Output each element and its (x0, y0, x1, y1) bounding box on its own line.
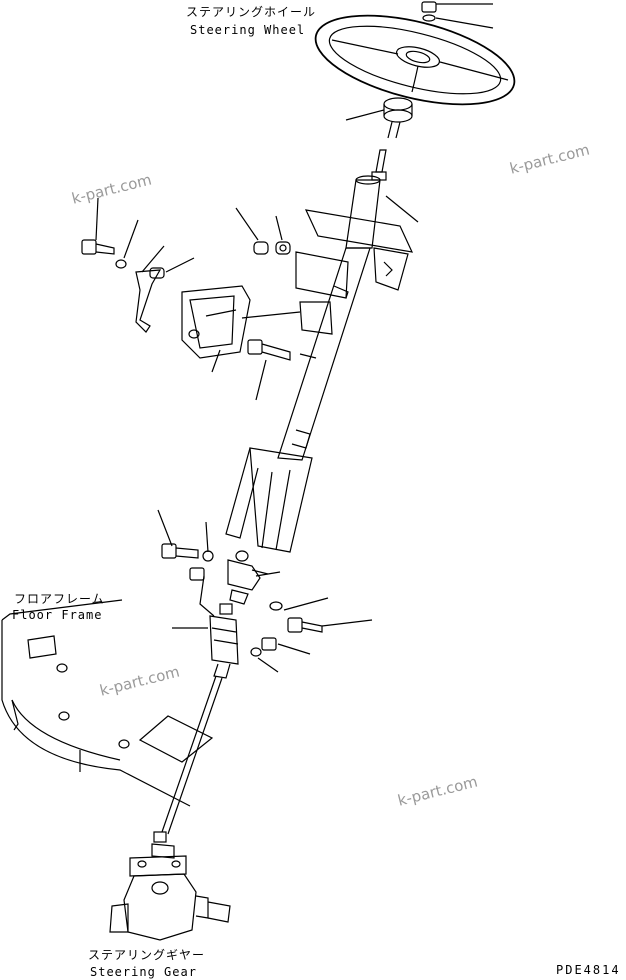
steering-wheel-jp-label: ステアリングホイール (186, 5, 317, 19)
lever-parts (81, 239, 165, 333)
leader-line (435, 17, 494, 29)
joint-bolts (161, 543, 323, 657)
leader-line (141, 245, 165, 273)
steering-shaft (161, 675, 223, 835)
leader-line (255, 571, 281, 577)
leader-line (257, 657, 279, 673)
leader-line (277, 643, 311, 655)
leader-line (123, 219, 139, 259)
leader-line (255, 359, 267, 401)
upper-column (345, 175, 381, 249)
wheel-nut (421, 1, 437, 22)
drawing-code: PDE4814 (556, 963, 621, 977)
leader-line (321, 619, 373, 627)
floor-frame-en-label: Floor Frame (12, 608, 103, 622)
leader-line (283, 597, 329, 611)
leader-line (211, 349, 221, 373)
steering-gear-jp-label: ステアリングギヤー (88, 948, 206, 962)
universal-joint-lower (209, 603, 239, 679)
column-bracket (295, 209, 414, 299)
leader-line (199, 575, 215, 617)
side-bracket (181, 285, 251, 359)
column-bolt (247, 339, 291, 361)
leader-line (165, 257, 195, 273)
column-shaft-top (371, 149, 387, 181)
leader-line (241, 311, 301, 319)
leader-line (235, 207, 259, 241)
steering-wheel (314, 14, 516, 106)
leader-line (95, 197, 99, 241)
leader-line (205, 521, 209, 553)
floor-frame (1, 599, 214, 807)
collar-parts (253, 241, 291, 255)
leader-line (385, 195, 419, 223)
leader-line (345, 109, 385, 121)
leader-line (275, 215, 283, 241)
column-cover (225, 447, 313, 553)
universal-joint-upper (227, 550, 269, 605)
steering-gear-en-label: Steering Gear (90, 965, 197, 979)
steering-gear-box (109, 831, 231, 941)
floor-frame-jp-label: フロアフレーム (14, 592, 105, 606)
leader-line (157, 509, 173, 547)
horn-cap (383, 97, 413, 139)
steering-column (277, 247, 371, 461)
steering-wheel-en-label: Steering Wheel (190, 23, 306, 37)
